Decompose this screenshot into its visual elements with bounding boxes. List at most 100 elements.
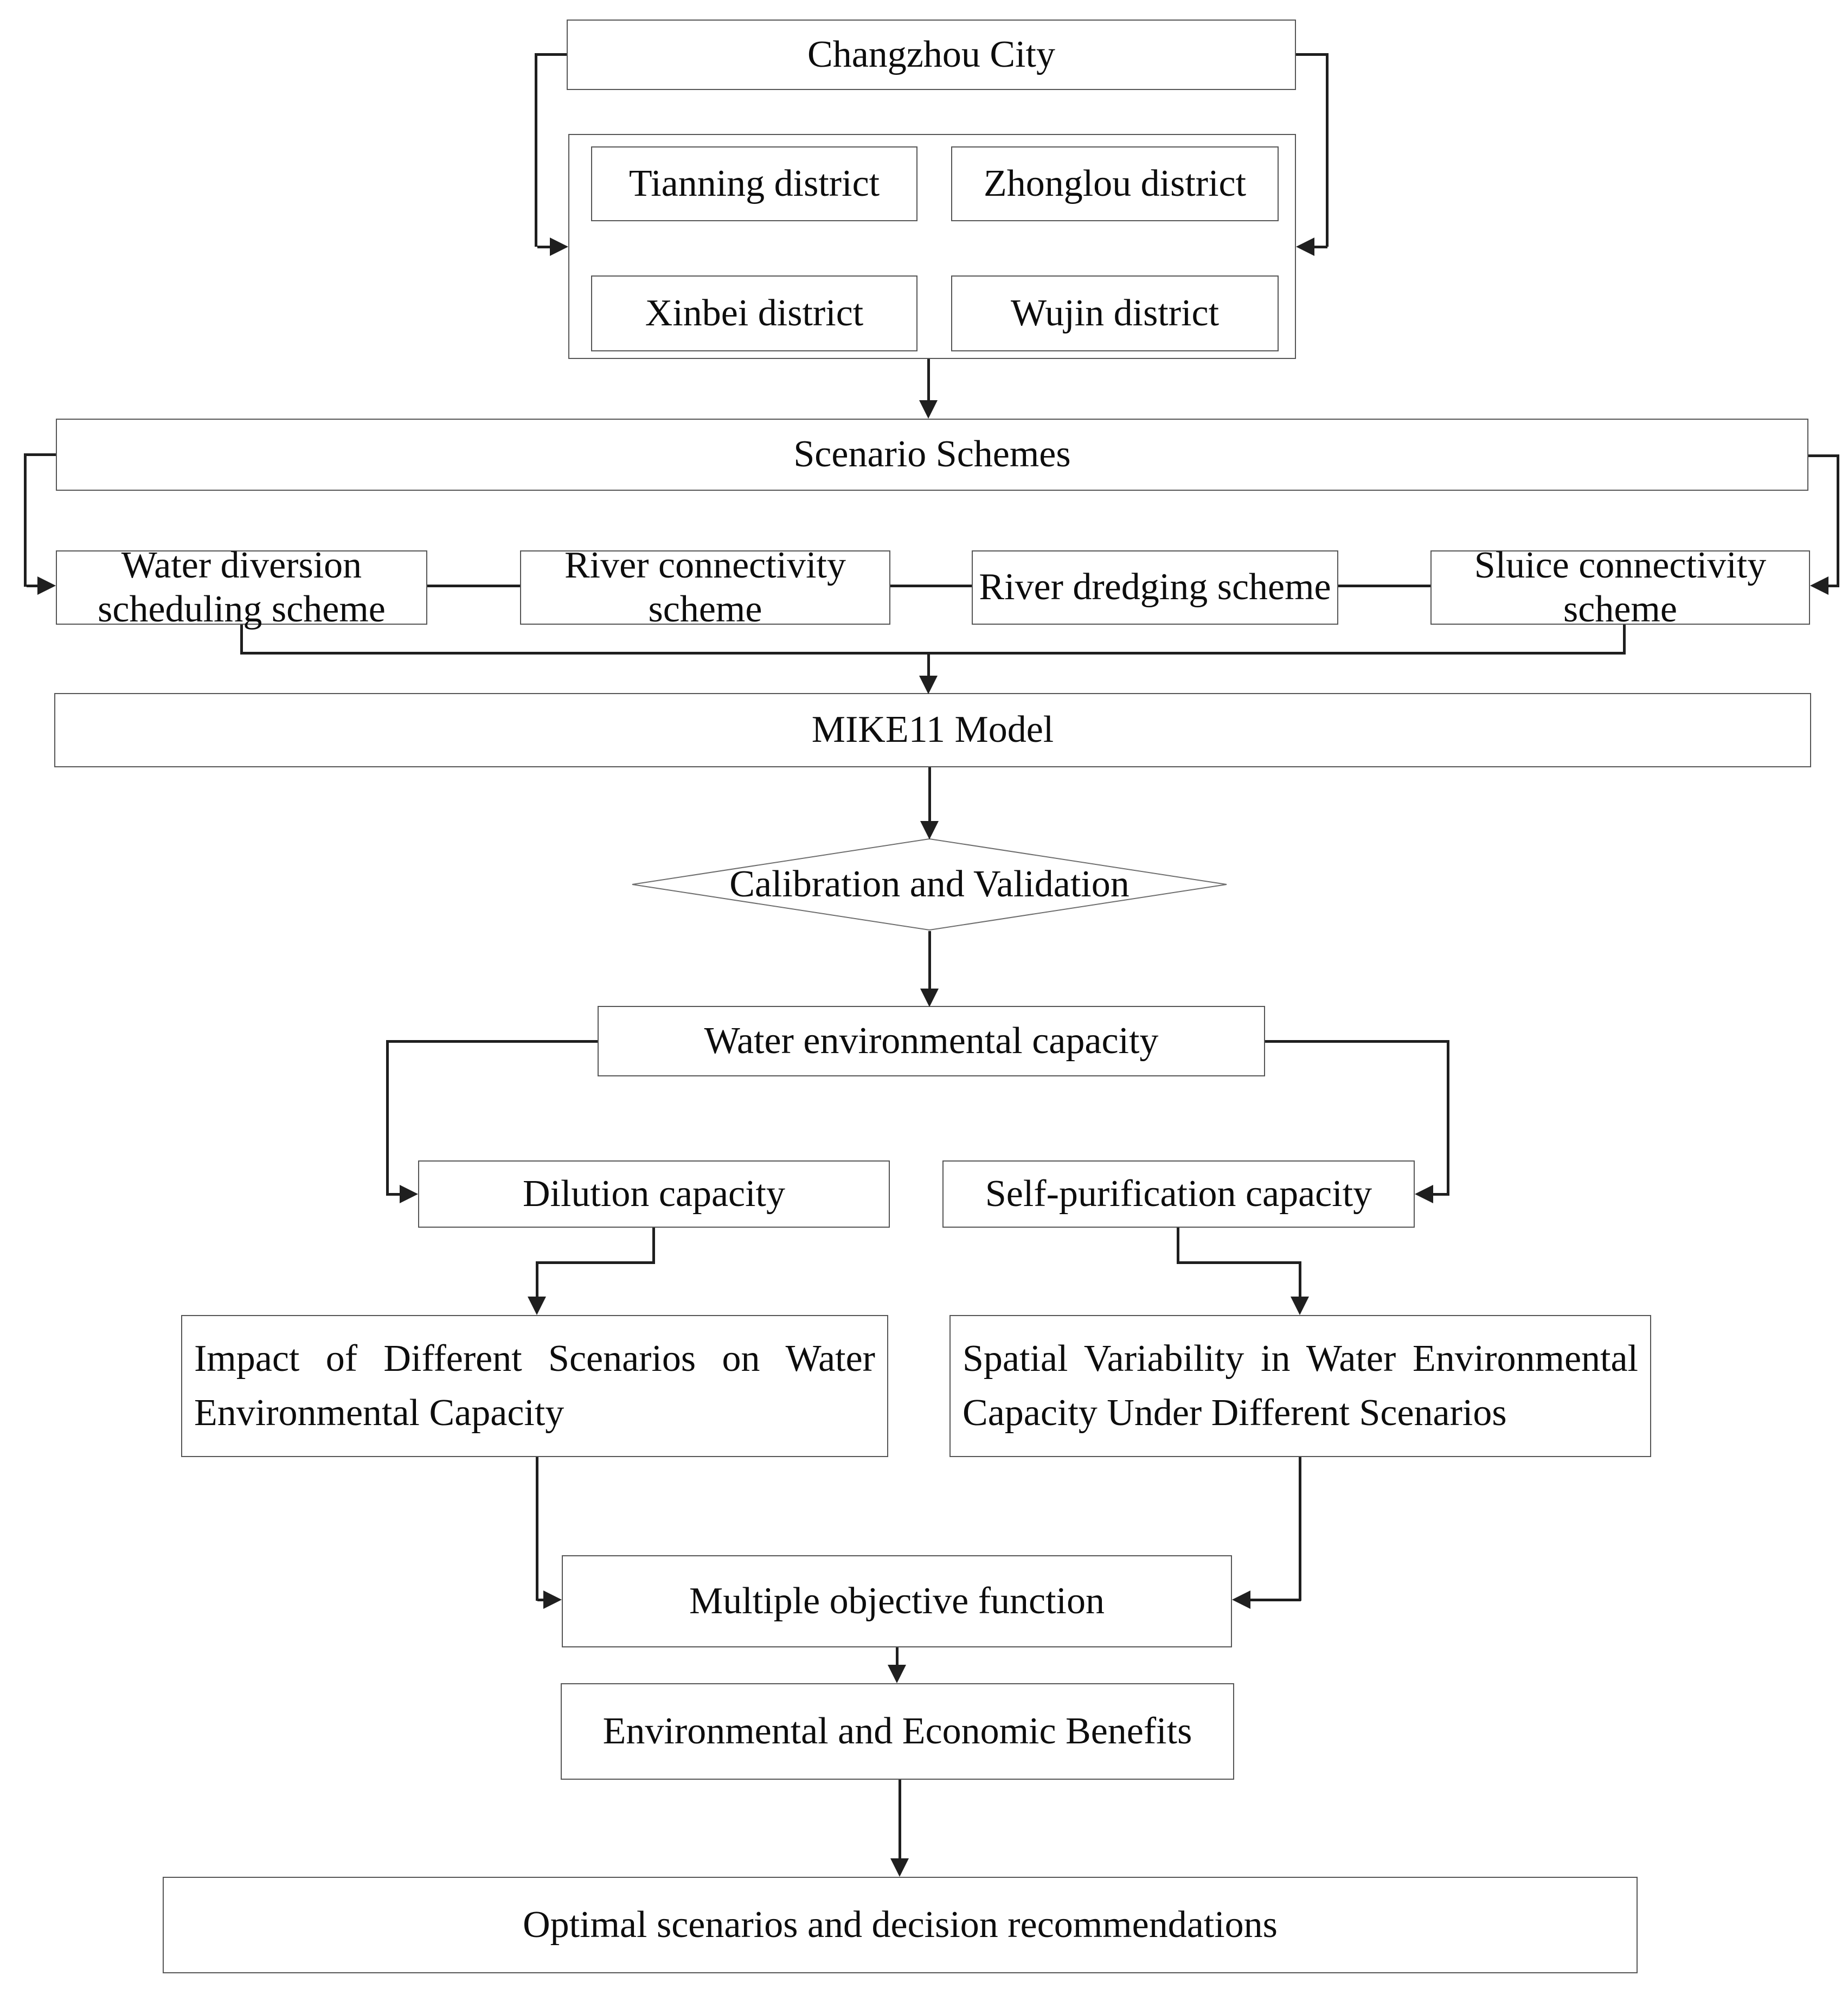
arrowhead-right-icon [550, 238, 568, 256]
arrowhead-left-icon [1296, 238, 1314, 256]
connector-line [535, 53, 537, 247]
connector-line [927, 358, 930, 401]
connector-line [536, 1261, 538, 1298]
node-label-line1: Spatial Variability in Water Environment… [963, 1337, 1638, 1380]
connector-line [1312, 246, 1327, 248]
node-label: Scenario Schemes [793, 433, 1071, 476]
connector-line [1249, 1599, 1301, 1601]
node-label: Dilution capacity [522, 1172, 786, 1215]
node-label-line2: scheduling scheme [98, 588, 386, 630]
connector-line [536, 1261, 655, 1264]
connector-line [1177, 1261, 1301, 1264]
connector-line [24, 453, 56, 456]
node-label: MIKE11 Model [811, 709, 1054, 751]
connector-line [896, 1647, 899, 1667]
node-label-line2: Capacity Under Different Scenarios [963, 1392, 1507, 1434]
node-multiple-objective-function: Multiple objective function [562, 1555, 1232, 1647]
connector-line [1299, 1457, 1301, 1601]
arrowhead-right-icon [37, 576, 56, 595]
connector-line [240, 652, 1626, 655]
node-optimal-scenarios: Optimal scenarios and decision recommend… [163, 1877, 1638, 1973]
node-label: Self-purification capacity [985, 1172, 1372, 1215]
connector-line [1447, 1040, 1449, 1196]
node-xinbei-district: Xinbei district [591, 275, 917, 351]
node-scenario-schemes: Scenario Schemes [56, 419, 1808, 491]
node-river-connectivity-scheme: River connectivity scheme [520, 544, 890, 630]
connector-line [537, 1599, 546, 1601]
arrowhead-down-icon [919, 676, 938, 694]
node-spatial-variability: Spatial Variability in Water Environment… [949, 1315, 1651, 1457]
arrowhead-down-icon [888, 1665, 906, 1683]
connector-line [928, 767, 931, 821]
connector-line [386, 1040, 600, 1043]
node-label: Multiple objective function [689, 1580, 1105, 1622]
node-self-purification-capacity: Self-purification capacity [942, 1160, 1415, 1228]
node-changzhou-city: Changzhou City [567, 20, 1296, 90]
connector-line [1338, 585, 1430, 587]
node-label-line1: Impact of Different Scenarios on Water [194, 1337, 875, 1380]
node-calibration-validation-diamond: Calibration and Validation [631, 838, 1228, 931]
connector-line [386, 1040, 389, 1196]
node-label-line1: River connectivity [564, 544, 846, 586]
node-mike11-model: MIKE11 Model [54, 693, 1811, 767]
node-label: Changzhou City [807, 33, 1055, 75]
connector-line [427, 585, 520, 587]
arrowhead-down-icon [1291, 1297, 1309, 1315]
node-label: Tianning district [628, 162, 880, 204]
node-label: Zhonglou district [983, 162, 1247, 204]
arrowhead-down-icon [890, 1858, 909, 1877]
node-sluice-connectivity-scheme: Sluice connectivity scheme [1430, 544, 1810, 630]
connector-line [537, 246, 551, 248]
node-label-line2: scheme [648, 588, 762, 630]
node-label: Wujin district [1010, 292, 1220, 334]
node-river-dredging-scheme: River dredging scheme [972, 550, 1338, 625]
node-dilution-capacity: Dilution capacity [418, 1160, 890, 1228]
arrowhead-down-icon [920, 821, 939, 839]
connector-line [899, 1780, 901, 1861]
connector-line [535, 53, 567, 56]
connector-line [1432, 1193, 1448, 1196]
arrowhead-right-icon [543, 1590, 562, 1609]
arrowhead-left-icon [1415, 1185, 1433, 1203]
node-label: Optimal scenarios and decision recommend… [523, 1903, 1278, 1946]
connector-line [536, 1457, 538, 1601]
node-impact-of-scenarios: Impact of Different Scenarios on Water E… [181, 1315, 888, 1457]
node-label: Environmental and Economic Benefits [602, 1710, 1192, 1752]
connector-line [652, 1228, 655, 1264]
connector-line [1827, 585, 1839, 587]
connector-line [1808, 454, 1839, 457]
node-wujin-district: Wujin district [951, 275, 1279, 351]
arrowhead-left-icon [1810, 576, 1828, 595]
node-label: Calibration and Validation [729, 863, 1130, 905]
node-label-line2: scheme [1563, 588, 1677, 630]
connector-line [1177, 1228, 1179, 1264]
node-tianning-district: Tianning district [591, 146, 917, 221]
connector-line [1326, 53, 1329, 247]
connector-line [1299, 1261, 1301, 1298]
connector-line [1623, 625, 1626, 655]
connector-line [928, 931, 931, 989]
connector-line [1296, 53, 1329, 56]
node-label-line1: Sluice connectivity [1474, 544, 1767, 586]
node-zhonglou-district: Zhonglou district [951, 146, 1279, 221]
connector-line [1265, 1040, 1449, 1043]
node-environmental-economic-benefits: Environmental and Economic Benefits [561, 1683, 1234, 1780]
node-label: Xinbei district [645, 292, 864, 334]
node-label-line2: Environmental Capacity [194, 1392, 564, 1434]
arrowhead-down-icon [920, 989, 939, 1007]
connector-line [24, 453, 27, 587]
node-label-line1: River dredging scheme [979, 566, 1331, 608]
node-label-line1: Water diversion [121, 544, 362, 586]
arrowhead-left-icon [1232, 1590, 1250, 1609]
connector-line [240, 625, 243, 655]
node-water-diversion-scheduling-scheme: Water diversion scheduling scheme [56, 544, 427, 630]
connector-line [890, 585, 972, 587]
node-water-environmental-capacity: Water environmental capacity [598, 1006, 1265, 1076]
arrowhead-right-icon [400, 1185, 418, 1203]
diamond-shape [632, 838, 1227, 931]
connector-line [27, 585, 39, 587]
arrowhead-down-icon [528, 1297, 546, 1315]
connector-line [389, 1193, 401, 1196]
arrowhead-down-icon [919, 400, 938, 419]
